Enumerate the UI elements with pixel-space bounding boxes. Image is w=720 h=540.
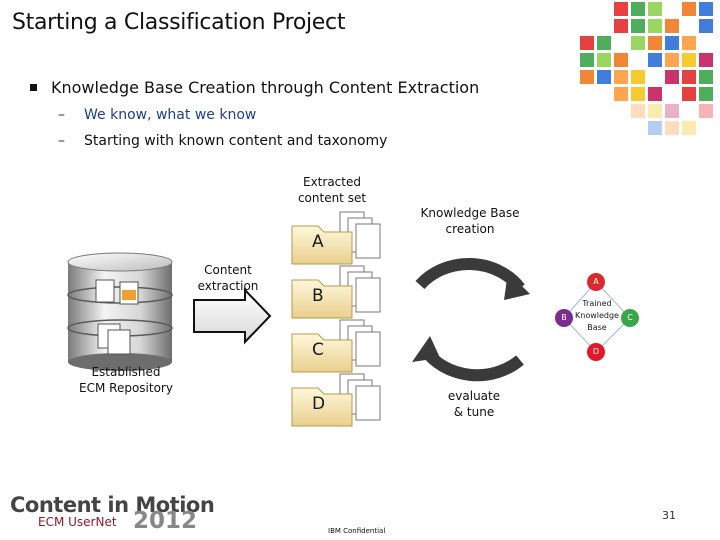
label-line: creation xyxy=(445,222,495,236)
trained-kb-center-label: Trained Knowledge Base xyxy=(574,298,620,334)
extracted-content-set-label: Extracted content set xyxy=(296,174,368,206)
confidential-note: IBM Confidential xyxy=(328,527,386,535)
sub-bullet-text: We know, what we know xyxy=(84,107,257,123)
page-number: 31 xyxy=(662,509,676,522)
kb-creation-label: Knowledge Base creation xyxy=(418,205,522,237)
node-b-label: B xyxy=(561,313,567,322)
main-bullet: Knowledge Base Creation through Content … xyxy=(30,78,479,97)
label-line: & tune xyxy=(453,405,495,419)
label-line: Established xyxy=(91,365,161,379)
folder-icon xyxy=(291,211,381,265)
node-d-icon xyxy=(587,343,605,361)
folder-c-label: C xyxy=(312,340,324,360)
label-line: Trained xyxy=(582,299,612,308)
dash-icon: – xyxy=(58,107,65,123)
label-line: Content xyxy=(204,263,252,277)
label-line: Knowledge Base xyxy=(420,206,520,220)
cycle-arrow-top-icon xyxy=(415,258,525,292)
folder-d-label: D xyxy=(312,394,326,414)
label-line: content set xyxy=(297,191,367,205)
node-b-icon xyxy=(555,309,573,327)
node-a-icon xyxy=(587,273,605,291)
repository-database-icon xyxy=(67,252,173,371)
sub-bullet: – We know, what we know xyxy=(58,107,256,123)
cycle-arrow-bottom-icon xyxy=(420,346,524,382)
folder-icon xyxy=(291,265,381,319)
label-line: ECM Repository xyxy=(79,381,173,395)
folder-b-label: B xyxy=(312,286,324,306)
footer-sub-brand: ECM UserNet xyxy=(38,515,117,529)
label-line: Knowledge xyxy=(575,311,619,320)
folder-icon xyxy=(291,373,381,427)
trained-knowledge-base-network xyxy=(555,273,639,361)
dash-icon: – xyxy=(58,133,65,149)
label-line: extraction xyxy=(197,279,259,293)
folder-icon xyxy=(291,319,381,373)
sub-bullet: – Starting with known content and taxonom… xyxy=(58,133,387,149)
node-d-label: D xyxy=(592,347,600,356)
evaluate-tune-label: evaluate & tune xyxy=(444,388,504,420)
label-line: evaluate xyxy=(447,389,501,403)
footer-brand: Content in Motion xyxy=(10,493,215,517)
folder-a-label: A xyxy=(312,232,324,252)
extraction-arrow-icon xyxy=(193,287,272,345)
bullet-square-icon xyxy=(30,84,37,91)
footer-year: 2012 xyxy=(133,508,198,534)
label-line: Base xyxy=(587,323,607,332)
cube-mosaic-decoration xyxy=(580,2,713,135)
content-extraction-label: Content extraction xyxy=(196,262,260,294)
node-c-icon xyxy=(621,309,639,327)
slide-title: Starting a Classification Project xyxy=(12,10,346,35)
sub-bullet-text: Starting with known content and taxonomy xyxy=(84,133,388,149)
node-c-label: C xyxy=(627,313,633,322)
label-line: Extracted xyxy=(303,175,361,189)
node-a-label: A xyxy=(593,277,599,286)
main-bullet-text: Knowledge Base Creation through Content … xyxy=(51,78,480,97)
repository-label: Established ECM Repository xyxy=(74,364,178,396)
